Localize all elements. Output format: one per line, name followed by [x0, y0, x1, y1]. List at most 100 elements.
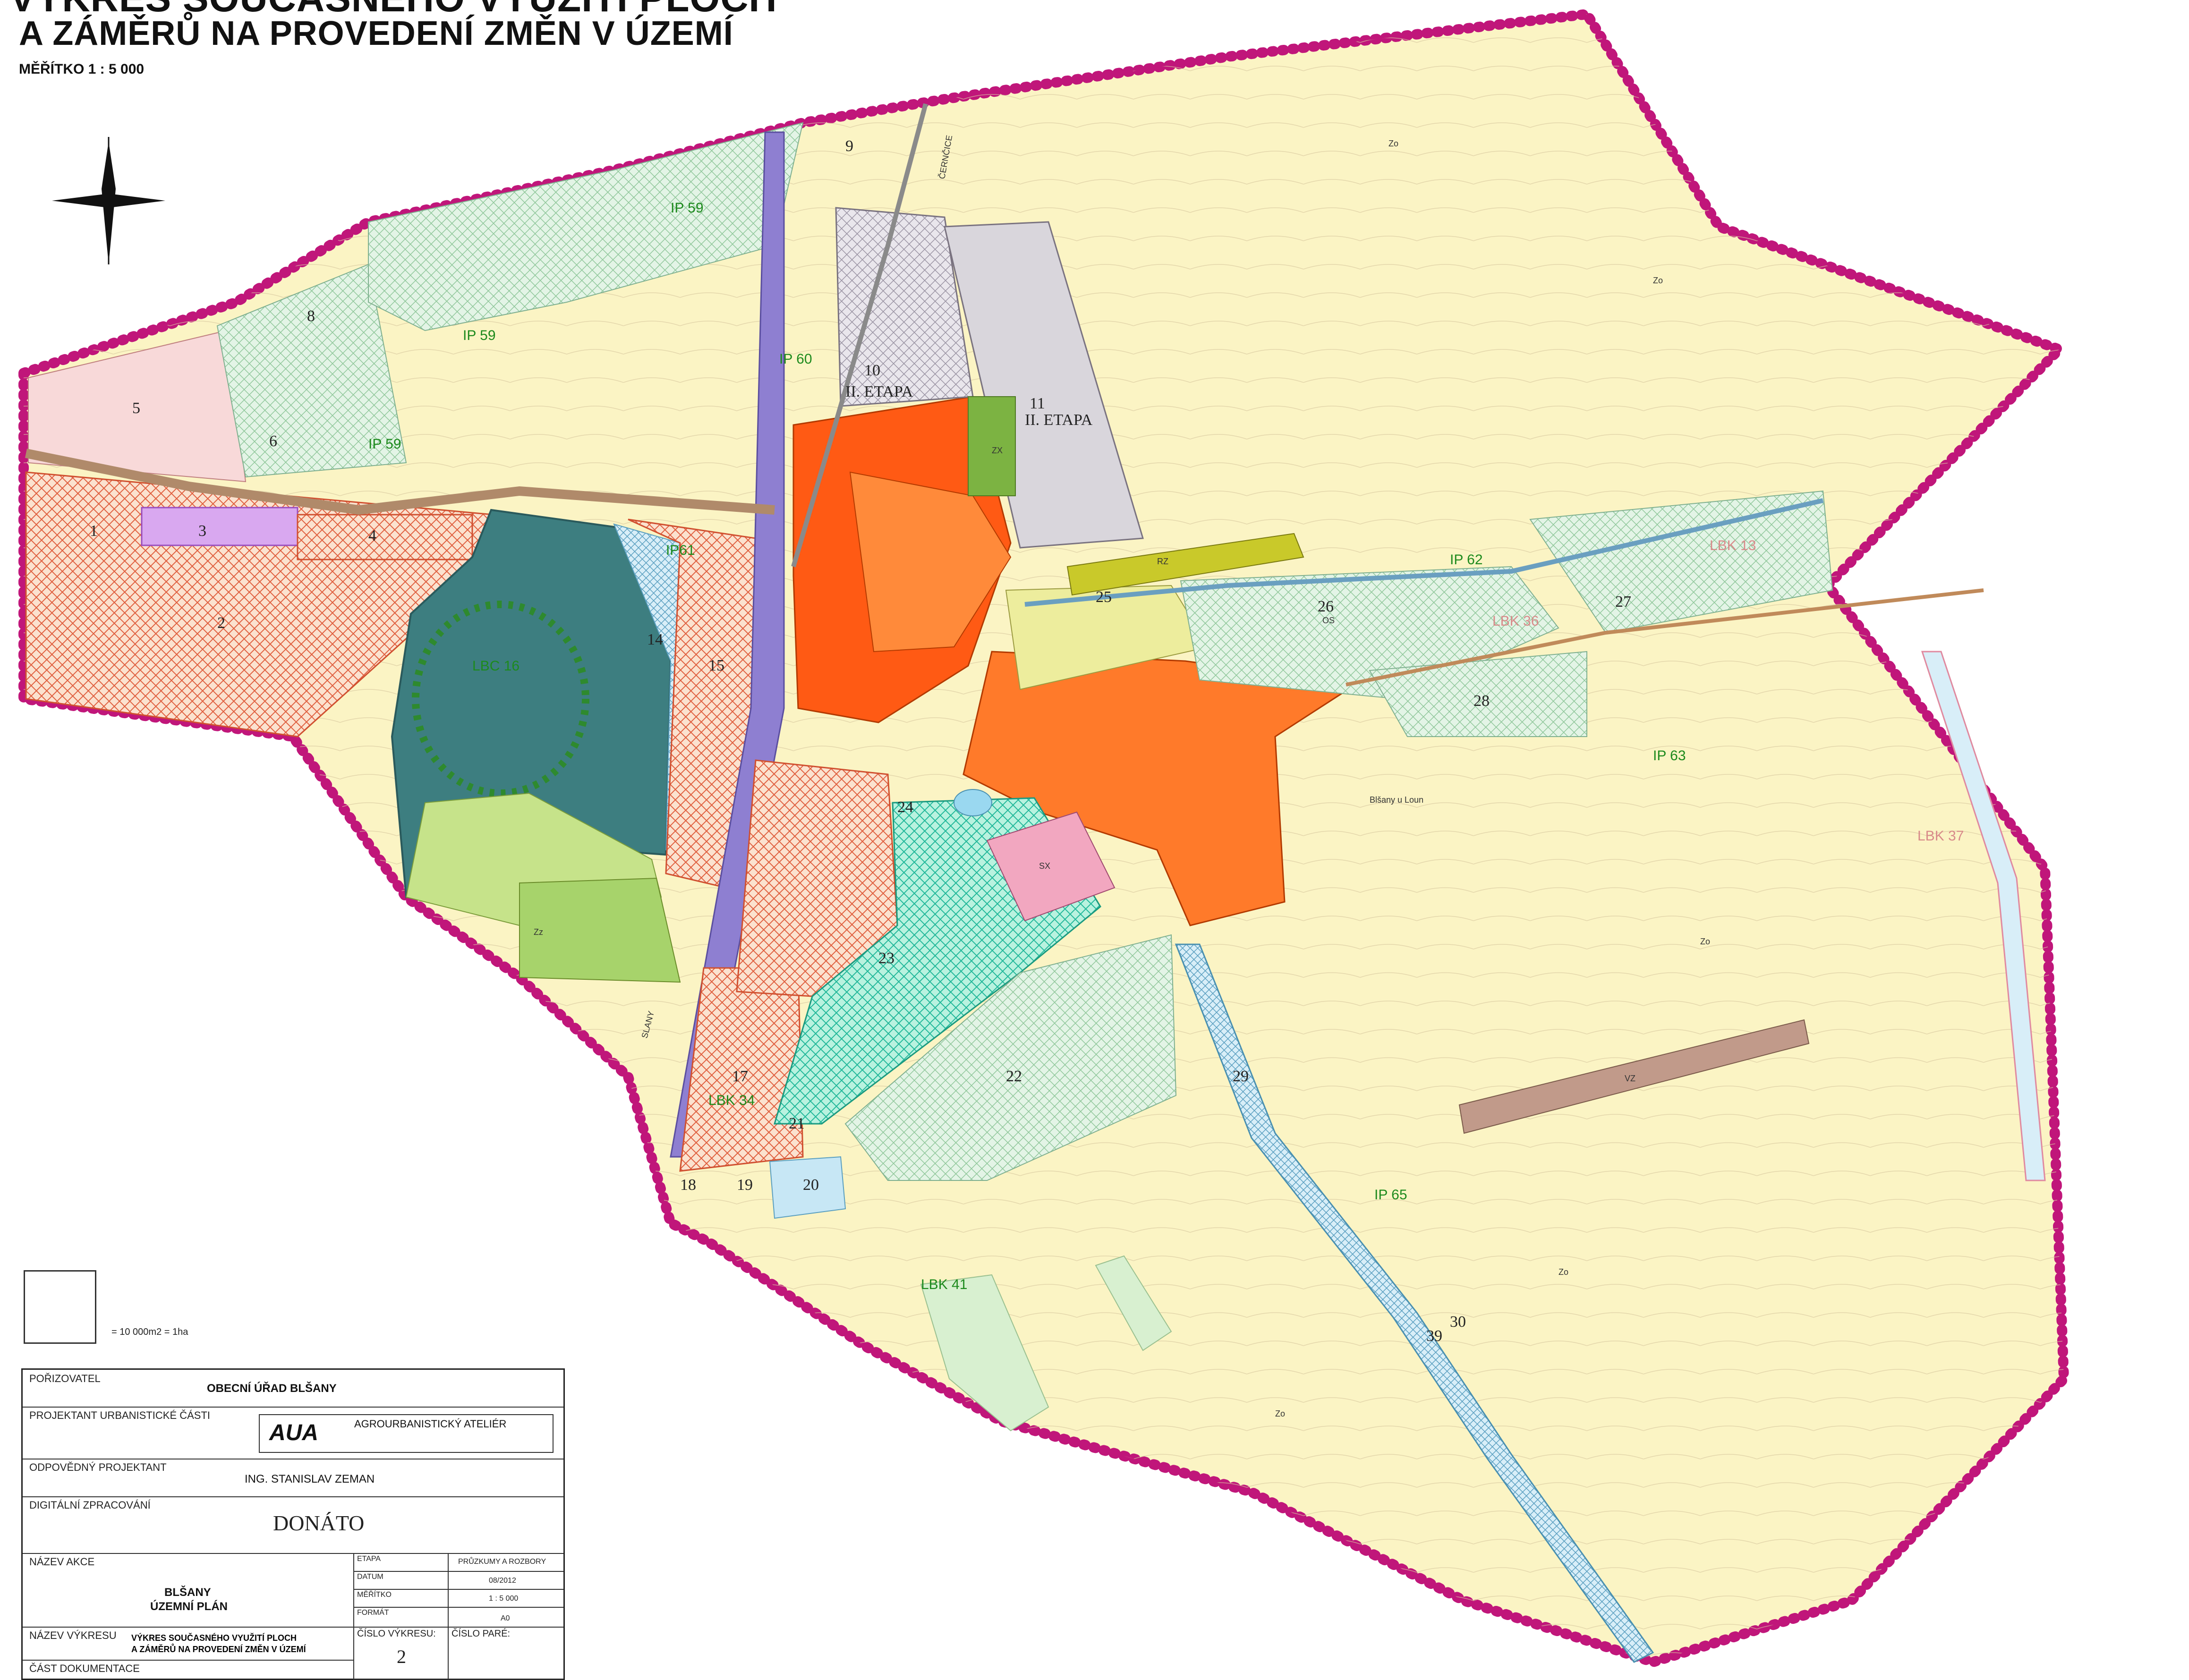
svg-text:8: 8: [307, 307, 315, 325]
svg-text:9: 9: [845, 137, 853, 155]
parcel-3: [141, 507, 298, 546]
projektant-name: AGROURBANISTICKÝ ATELIÉR: [354, 1418, 507, 1430]
row-nazev-akce: NÁZEV AKCE BLŠANY ÚZEMNÍ PLÁN: [23, 1553, 353, 1628]
svg-text:27: 27: [1615, 593, 1631, 611]
nazev-akce-label: NÁZEV AKCE: [29, 1556, 95, 1568]
datum-value-cell: 08/2012: [448, 1571, 563, 1590]
road-north: [791, 103, 928, 568]
projektant-label: PROJEKTANT URBANISTICKÉ ČÁSTI: [29, 1409, 211, 1421]
row-porizovatel: POŘIZOVATEL OBECNÍ ÚŘAD BLŠANY: [23, 1370, 563, 1408]
cislo-pare-label: ČÍSLO PARÉ:: [451, 1629, 511, 1639]
parcel-22: [844, 934, 1177, 1181]
green-belt-north: [368, 122, 804, 331]
aua-logo: AUA: [269, 1420, 318, 1445]
road-east: [1024, 498, 1824, 607]
vz-strip: [1458, 1019, 1810, 1134]
nazev-akce-line1: BLŠANY: [164, 1586, 211, 1599]
svg-text:6: 6: [269, 433, 277, 450]
patch-k: [1095, 1255, 1172, 1351]
etapa-value: PRŮZKUMY A ROZBORY: [458, 1558, 546, 1566]
svg-text:21: 21: [789, 1115, 805, 1132]
svg-text:2: 2: [217, 614, 225, 632]
svg-text:Zo: Zo: [1559, 1267, 1568, 1277]
row-odpovedny: ODPOVĚDNÝ PROJEKTANT ING. STANISLAV ZEMA…: [23, 1459, 563, 1497]
donato-logo: DONÁTO: [273, 1511, 365, 1535]
road-southeast: [1346, 588, 1984, 687]
nazev-akce-line2: ÚZEMNÍ PLÁN: [150, 1600, 228, 1613]
format-value: A0: [501, 1614, 510, 1622]
etapa-label: ETAPA: [357, 1555, 381, 1563]
datum-value: 08/2012: [489, 1577, 516, 1585]
parcel-5: [28, 330, 247, 483]
svg-text:IP 59: IP 59: [671, 200, 704, 216]
stream-ip65: [1175, 943, 1654, 1663]
svg-text:1: 1: [90, 522, 98, 540]
format-value-cell: A0: [448, 1607, 563, 1628]
rz-strip: [1066, 533, 1304, 596]
nazev-vykresu-line2: A ZÁMĚRŮ NA PROVEDENÍ ZMĚN V ÚZEMÍ: [131, 1645, 306, 1654]
meadow-zz: [519, 877, 681, 983]
stream-east: [1921, 651, 2046, 1181]
meritko-label-cell: MĚŘÍTKO: [353, 1589, 449, 1608]
pond: [954, 789, 992, 816]
row-projektant: PROJEKTANT URBANISTICKÉ ČÁSTI AUA AGROUR…: [23, 1407, 563, 1459]
parcel-8: [216, 263, 407, 478]
etapa-value-cell: PRŮZKUMY A ROZBORY: [448, 1553, 563, 1572]
datum-label: DATUM: [357, 1573, 383, 1581]
svg-text:14: 14: [647, 631, 663, 648]
svg-text:SX: SX: [1039, 861, 1050, 871]
svg-text:II. ETAPA: II. ETAPA: [1025, 411, 1093, 429]
svg-text:19: 19: [737, 1176, 753, 1194]
parcel-20: [769, 1156, 846, 1219]
svg-text:IP 63: IP 63: [1653, 748, 1686, 764]
porizovatel-value: OBECNÍ ÚŘAD BLŠANY: [207, 1382, 337, 1395]
svg-text:Zo: Zo: [1653, 276, 1663, 285]
svg-text:IP 60: IP 60: [779, 351, 812, 367]
svg-text:IP 65: IP 65: [1374, 1187, 1407, 1203]
porizovatel-label: POŘIZOVATEL: [29, 1373, 101, 1384]
svg-text:Blšany u Loun: Blšany u Loun: [1370, 795, 1423, 805]
svg-text:LBK 36: LBK 36: [1492, 613, 1539, 629]
svg-text:5: 5: [132, 399, 140, 417]
parcel-4: [297, 514, 473, 560]
svg-text:RZ: RZ: [1157, 557, 1168, 566]
map-title-line2: A ZÁMĚRŮ NA PROVEDENÍ ZMĚN V ÚZEMÍ: [19, 15, 733, 52]
map-scale: MĚŘÍTKO 1 : 5 000: [19, 61, 145, 77]
odpovedny-label: ODPOVĚDNÝ PROJEKTANT: [29, 1461, 167, 1473]
svg-text:4: 4: [368, 527, 376, 544]
svg-text:39: 39: [1426, 1327, 1442, 1345]
svg-text:OS: OS: [1322, 616, 1335, 625]
housing-mid: [849, 471, 1012, 653]
svg-text:30: 30: [1450, 1313, 1466, 1331]
svg-text:10: 10: [864, 362, 880, 379]
nazev-vykresu-line1: VÝKRES SOUČASNÉHO VYUŽITÍ PLOCH: [131, 1633, 297, 1643]
svg-text:17: 17: [732, 1068, 748, 1085]
svg-text:25: 25: [1096, 588, 1112, 606]
datum-label-cell: DATUM: [353, 1571, 449, 1590]
cislo-vykresu-value: 2: [397, 1646, 406, 1667]
odpovedny-value: ING. STANISLAV ZEMAN: [245, 1473, 375, 1485]
svg-text:IP61: IP61: [666, 543, 695, 558]
svg-text:LBK 13: LBK 13: [1710, 538, 1756, 553]
area-legend-label: = 10 000m2 = 1ha: [111, 1327, 188, 1337]
svg-text:LBK 34: LBK 34: [708, 1093, 755, 1108]
svg-text:VZ: VZ: [1625, 1074, 1635, 1083]
svg-text:24: 24: [897, 798, 913, 816]
area-legend-box: [24, 1270, 96, 1344]
parcel-27: [1529, 490, 1833, 634]
row-digital: DIGITÁLNÍ ZPRACOVÁNÍ DONÁTO: [23, 1496, 563, 1554]
etapa-label-cell: ETAPA: [353, 1553, 449, 1572]
svg-text:18: 18: [680, 1176, 696, 1194]
meritko-value-cell: 1 : 5 000: [448, 1589, 563, 1608]
north-arrow-icon: [52, 137, 165, 264]
parcel-zx: [968, 396, 1016, 496]
svg-text:LBC 16: LBC 16: [472, 658, 520, 674]
svg-text:Zz: Zz: [534, 927, 543, 937]
svg-text:Zo: Zo: [1700, 937, 1710, 946]
cislo-vykresu-label: ČÍSLO VÝKRESU:: [357, 1629, 436, 1639]
svg-text:IP 59: IP 59: [368, 436, 401, 452]
projektant-logo-frame: AUA AGROURBANISTICKÝ ATELIÉR: [259, 1414, 554, 1453]
map-title-line1: VÝKRES SOUČASNÉHO VYUŽITÍ PLOCH: [9, 0, 777, 21]
svg-text:23: 23: [878, 950, 894, 967]
